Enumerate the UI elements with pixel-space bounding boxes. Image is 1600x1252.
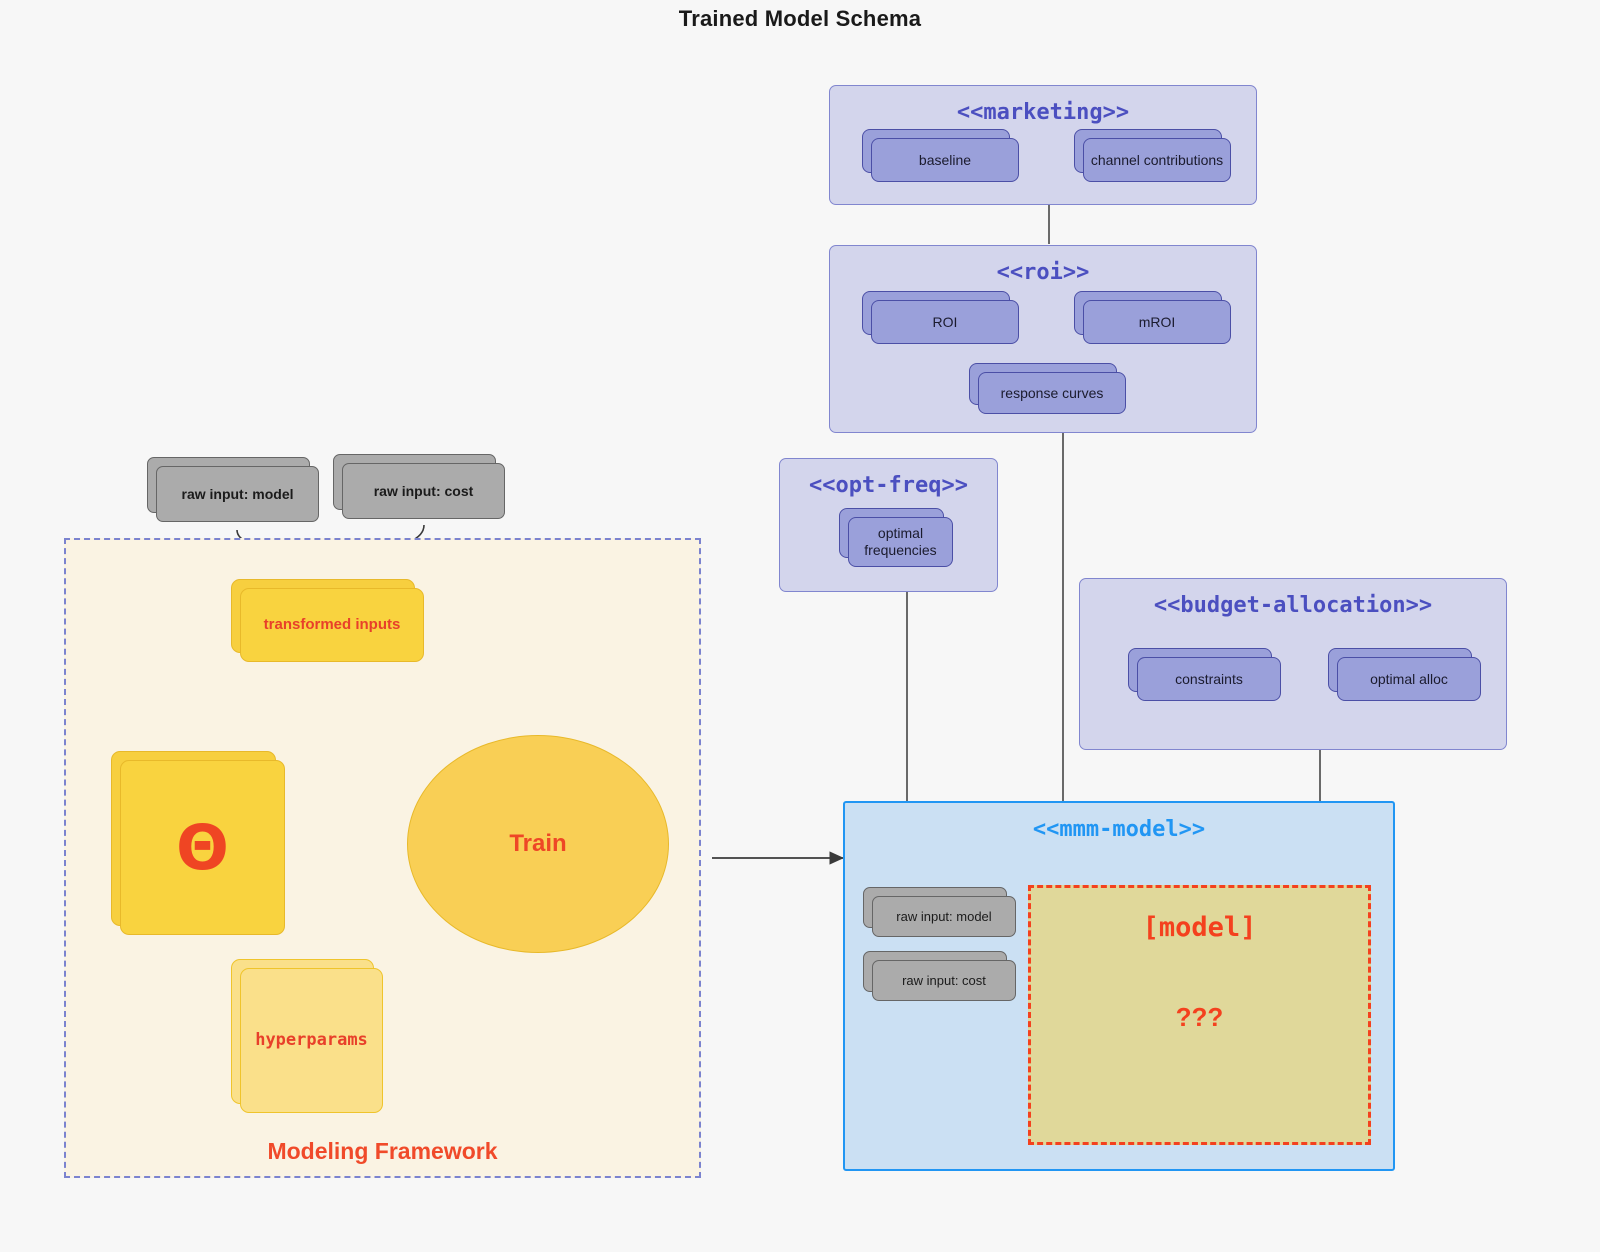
class-channel-contributions[interactable]: channel contributions — [1074, 129, 1231, 182]
package-roi-title: <<roi>> — [996, 260, 1090, 285]
package-roi[interactable]: <<roi>> ROI mROI response curves — [829, 245, 1257, 433]
class-response-curves-label: response curves — [978, 372, 1126, 414]
raw-input-cost-node[interactable]: raw input: cost — [333, 454, 505, 519]
raw-input-model-label: raw input: model — [156, 466, 319, 522]
class-constraints[interactable]: constraints — [1128, 648, 1281, 701]
class-response-curves[interactable]: response curves — [969, 363, 1126, 414]
hyperparams-label: hyperparams — [240, 968, 383, 1113]
package-budget-allocation-title: <<budget-allocation>> — [1153, 593, 1433, 618]
class-mmm-raw-input-cost-label: raw input: cost — [872, 960, 1016, 1001]
raw-input-model-node[interactable]: raw input: model — [147, 457, 319, 522]
class-baseline[interactable]: baseline — [862, 129, 1019, 182]
package-opt-freq-title: <<opt-freq>> — [809, 473, 968, 498]
theta-symbol: Θ — [120, 760, 285, 935]
theta-node[interactable]: Θ — [111, 751, 285, 935]
class-mmm-raw-input-model-label: raw input: model — [872, 896, 1016, 937]
class-mmm-raw-input-cost[interactable]: raw input: cost — [863, 951, 1016, 1001]
class-optimal-alloc[interactable]: optimal alloc — [1328, 648, 1481, 701]
package-marketing[interactable]: <<marketing>> baseline channel contribut… — [829, 85, 1257, 205]
class-baseline-label: baseline — [871, 138, 1019, 182]
class-optimal-frequencies[interactable]: optimal frequencies — [839, 508, 953, 567]
class-mroi-label: mROI — [1083, 300, 1231, 344]
class-roi-label: ROI — [871, 300, 1019, 344]
class-constraints-label: constraints — [1137, 657, 1281, 701]
raw-input-cost-label: raw input: cost — [342, 463, 505, 519]
package-mmm-model[interactable]: <<mmm-model>> raw input: model raw input… — [843, 801, 1395, 1171]
package-budget-allocation[interactable]: <<budget-allocation>> constraints optima… — [1079, 578, 1507, 750]
modeling-framework-label: Modeling Framework — [267, 1138, 498, 1164]
class-channel-contributions-label: channel contributions — [1083, 138, 1231, 182]
train-node[interactable]: Train — [407, 735, 669, 953]
class-optimal-alloc-label: optimal alloc — [1337, 657, 1481, 701]
model-placeholder-title: [model] — [1142, 912, 1257, 943]
model-placeholder-region[interactable]: [model] ??? — [1028, 885, 1371, 1145]
class-mmm-raw-input-model[interactable]: raw input: model — [863, 887, 1016, 937]
class-mroi[interactable]: mROI — [1074, 291, 1231, 344]
package-mmm-model-title: <<mmm-model>> — [1032, 817, 1206, 842]
train-label: Train — [509, 830, 567, 857]
transformed-inputs-label: transformed inputs — [240, 588, 424, 662]
model-placeholder-unknown: ??? — [1175, 1002, 1224, 1032]
class-optimal-frequencies-label: optimal frequencies — [848, 517, 953, 567]
package-opt-freq[interactable]: <<opt-freq>> optimal frequencies — [779, 458, 998, 592]
class-roi[interactable]: ROI — [862, 291, 1019, 344]
hyperparams-node[interactable]: hyperparams — [231, 959, 383, 1113]
page-title: Trained Model Schema — [678, 6, 922, 31]
transformed-inputs-node[interactable]: transformed inputs — [231, 579, 424, 662]
package-marketing-title: <<marketing>> — [956, 100, 1130, 125]
